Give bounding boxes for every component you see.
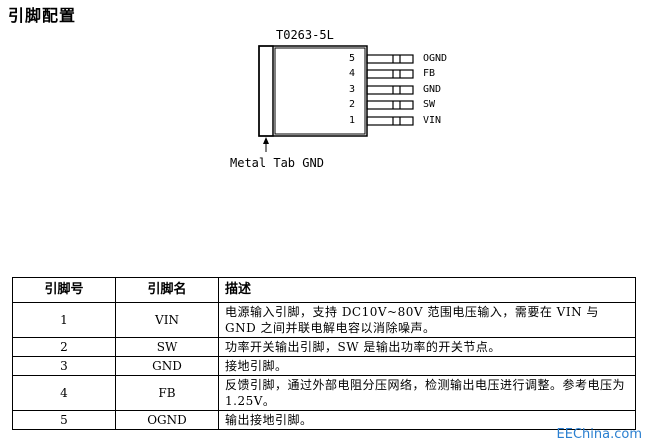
cell-pin-name: GND [115,356,219,376]
column-header-description: 描述 [218,277,636,303]
pin-row: 5 OGND [343,53,463,65]
cell-description: 输出接地引脚。 [218,410,636,430]
column-header-pin-name: 引脚名 [115,277,219,303]
cell-pin-number: 2 [12,337,116,357]
pin-number: 4 [348,68,356,79]
pin-row: 4 FB [343,68,463,80]
package-diagram [258,45,414,152]
tab-label: Metal Tab GND [230,156,324,170]
pin-name: SW [423,99,436,110]
table-row: 5 OGND 输出接地引脚。 [12,410,636,430]
pin-name: FB [423,68,436,79]
pin-leads [366,54,414,126]
pin-name: VIN [423,115,442,126]
metal-tab [258,45,274,137]
cell-pin-name: FB [115,375,219,411]
cell-pin-number: 5 [12,410,116,430]
column-header-pin-number: 引脚号 [12,277,116,303]
table-row: 1 VIN 电源输入引脚，支持 DC10V~80V 范围电压输入，需要在 VIN… [12,302,636,338]
pin-number: 3 [348,84,356,95]
cell-description: 功率开关输出引脚，SW 是输出功率的开关节点。 [218,337,636,357]
pin-row: 1 VIN [343,115,463,127]
table-header-row: 引脚号 引脚名 描述 [12,277,636,303]
pin-number: 5 [348,53,356,64]
pin-number: 1 [348,115,356,126]
table-row: 3 GND 接地引脚。 [12,356,636,376]
package-label: T0263-5L [276,28,334,42]
cell-pin-name: VIN [115,302,219,338]
cell-pin-name: SW [115,337,219,357]
pin-row: 2 SW [343,99,463,111]
table-row: 4 FB 反馈引脚，通过外部电阻分压网络，检测输出电压进行调整。参考电压为 1.… [12,375,636,411]
pin-name: OGND [423,53,448,64]
pin-number: 2 [348,99,356,110]
tab-arrowhead [263,137,269,144]
pin-table: 引脚号 引脚名 描述 1 VIN 电源输入引脚，支持 DC10V~80V 范围电… [12,277,636,430]
cell-description: 接地引脚。 [218,356,636,376]
watermark: EEChina.com [556,427,642,442]
cell-pin-number: 4 [12,375,116,411]
table-row: 2 SW 功率开关输出引脚，SW 是输出功率的开关节点。 [12,337,636,357]
cell-description: 反馈引脚，通过外部电阻分压网络，检测输出电压进行调整。参考电压为 1.25V。 [218,375,636,411]
cell-pin-number: 3 [12,356,116,376]
cell-pin-name: OGND [115,410,219,430]
cell-description: 电源输入引脚，支持 DC10V~80V 范围电压输入，需要在 VIN 与 GND… [218,302,636,338]
section-title: 引脚配置 [8,6,77,25]
cell-pin-number: 1 [12,302,116,338]
pin-row: 3 GND [343,84,463,96]
pin-name: GND [423,84,442,95]
